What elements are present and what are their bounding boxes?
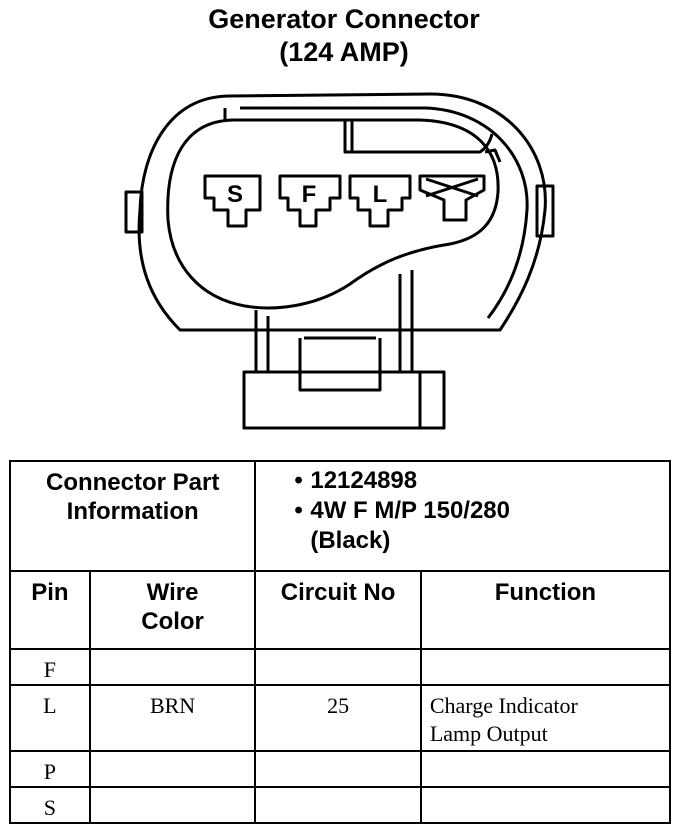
wire-color-cell — [88, 750, 257, 788]
diagram-subtitle: (124 AMP) — [279, 37, 409, 67]
wire-color-cell — [88, 786, 257, 824]
column-header-function: Function — [419, 570, 672, 650]
part-number-row: • 12124898 — [294, 466, 669, 496]
part-color: (Black) — [310, 527, 391, 554]
part-color-row: (Black) — [294, 526, 669, 556]
connector-cavity-shell — [166, 118, 500, 310]
column-header-circuit: Circuit No — [254, 570, 422, 650]
bullet-icon: • — [294, 467, 303, 494]
diagram-title: Generator Connector — [208, 4, 480, 34]
table-row: P — [9, 750, 672, 788]
right-corner-notch — [484, 148, 502, 163]
part-spec: 4W F M/P 150/280 — [310, 497, 510, 524]
table-row: S — [9, 786, 672, 824]
left-side-tab — [124, 190, 144, 234]
generator-connector-drawing: S F L — [124, 92, 555, 430]
circuit-cell — [254, 786, 422, 824]
part-number: 12124898 — [310, 467, 418, 494]
circuit-cell — [254, 648, 422, 686]
cavity-s-label: S — [227, 181, 243, 208]
part-spec-row: • 4W F M/P 150/280 — [294, 496, 669, 526]
column-header-wire-color: Wire Color — [88, 570, 257, 650]
connector-housing-inner-outline — [240, 106, 529, 319]
top-key-divider — [343, 120, 354, 154]
circuit-cell: 25 — [254, 684, 422, 752]
pin-cell: L — [9, 684, 91, 752]
connector-part-info-cell: • 12124898 • 4W F M/P 150/280 (Black) — [254, 460, 671, 572]
connector-part-label-cell: Connector Part Information — [8, 460, 257, 572]
column-header-pin: Pin — [9, 570, 91, 650]
function-cell — [419, 750, 672, 788]
connector-part-label-line1: Connector Part — [45, 469, 220, 496]
cavity-f — [278, 174, 342, 228]
cavity-blank — [418, 174, 486, 222]
wire-color-cell: BRN — [88, 684, 257, 752]
cavity-f-label: F — [302, 181, 317, 208]
pin-cell: F — [9, 648, 91, 686]
function-cell — [419, 648, 672, 686]
pin-cell: P — [9, 750, 91, 788]
connector-info-table: Connector Part Information • 12124898 • … — [8, 460, 672, 824]
connector-housing-outer — [137, 92, 547, 332]
function-cell — [419, 786, 672, 824]
cavity-l — [348, 174, 412, 228]
connector-part-label-line2: Information — [66, 498, 199, 525]
wire-color-cell — [88, 648, 257, 686]
pin-cell: S — [9, 786, 91, 824]
top-key-right — [352, 133, 494, 154]
connector-base — [242, 370, 446, 430]
table-row: L BRN 25 Charge Indicator Lamp Output — [9, 684, 672, 752]
cavity-s — [203, 174, 262, 228]
function-cell: Charge Indicator Lamp Output — [419, 684, 672, 752]
cavity-l-label: L — [373, 181, 388, 208]
circuit-cell — [254, 750, 422, 788]
bullet-icon: • — [294, 497, 303, 524]
table-row: F — [9, 648, 672, 686]
lock-center — [298, 338, 382, 392]
